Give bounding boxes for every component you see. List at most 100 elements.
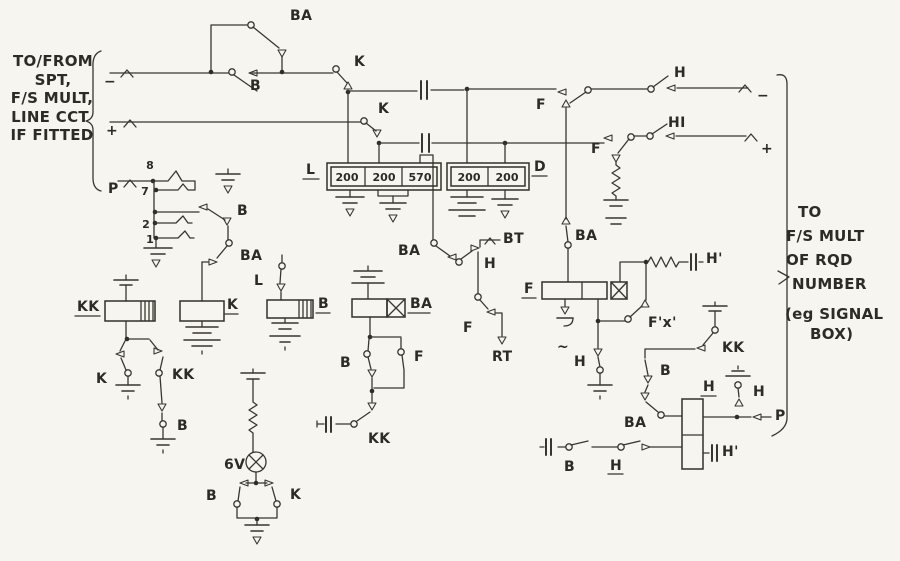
contact-circle bbox=[596, 366, 604, 374]
wire bbox=[316, 420, 325, 428]
arrowhead bbox=[276, 283, 286, 292]
terminal-block: 8 7 B BA 2 1 bbox=[141, 159, 262, 302]
arrowhead bbox=[264, 479, 274, 487]
switch-label: L bbox=[254, 273, 263, 289]
switch-label: BA bbox=[290, 8, 312, 24]
bank-label: D bbox=[534, 159, 546, 175]
junction-dot bbox=[279, 69, 285, 75]
switch-label: RT bbox=[492, 349, 513, 365]
arrowhead bbox=[157, 403, 167, 412]
right-contact-chain: KK B BA bbox=[624, 301, 745, 431]
bank-outline bbox=[446, 162, 530, 191]
right-note: TO F/S MULT OF RQD NUMBER (eg SIGNAL BOX… bbox=[771, 74, 883, 437]
relay-x-box bbox=[610, 281, 628, 300]
switch-blade bbox=[435, 245, 451, 257]
switch-label: K bbox=[378, 101, 390, 117]
arrowhead bbox=[372, 129, 382, 138]
arrowhead bbox=[643, 375, 653, 384]
terminal-number: 7 bbox=[141, 185, 149, 198]
note-arrow bbox=[777, 270, 790, 285]
switch-label: BT bbox=[503, 231, 524, 247]
wire bbox=[369, 336, 402, 350]
wire bbox=[373, 354, 405, 389]
arrowhead bbox=[367, 402, 377, 411]
note-line: IF FITTED bbox=[10, 126, 93, 144]
resistance-value: 570 bbox=[409, 171, 432, 184]
switch-label: B bbox=[250, 78, 261, 94]
switch-blade bbox=[652, 75, 669, 88]
arrester-loop bbox=[152, 170, 196, 191]
resistance-value: 200 bbox=[373, 171, 396, 184]
lamp-x bbox=[248, 454, 264, 470]
arrowhead bbox=[198, 203, 208, 211]
wire bbox=[159, 375, 163, 404]
switch-blade bbox=[336, 71, 348, 84]
direction-tick bbox=[123, 179, 137, 188]
junction-dot bbox=[734, 414, 740, 420]
switch-label: F bbox=[591, 141, 601, 157]
wire bbox=[619, 261, 645, 282]
relay-label: F bbox=[524, 281, 534, 297]
switch-label: B bbox=[237, 203, 248, 219]
switch-label: H bbox=[610, 458, 622, 474]
spark-quench-label: H' bbox=[722, 444, 739, 460]
contact-circle bbox=[225, 239, 233, 247]
junction-dot bbox=[643, 259, 649, 265]
ground-triangle bbox=[223, 185, 233, 194]
switch-blade bbox=[233, 74, 258, 92]
terminal-number: 2 bbox=[142, 218, 150, 231]
switch-label: F bbox=[536, 97, 546, 113]
arrowhead bbox=[561, 216, 571, 225]
contact-circle bbox=[711, 326, 719, 334]
switch-label: K bbox=[290, 487, 302, 503]
arrowhead bbox=[640, 299, 650, 308]
wire bbox=[495, 312, 503, 337]
arrowhead bbox=[497, 336, 507, 345]
spark-quench-label: H' bbox=[706, 251, 723, 267]
switch-label: K bbox=[354, 54, 366, 70]
contact-circle bbox=[455, 258, 463, 266]
polarity-label: + bbox=[106, 123, 118, 139]
arrowhead bbox=[561, 99, 571, 108]
lamp-voltage: 6V bbox=[224, 457, 245, 473]
switch-blade bbox=[645, 401, 659, 413]
arrowhead bbox=[603, 134, 613, 142]
polarity-label: − bbox=[104, 74, 116, 90]
arrowhead bbox=[696, 344, 706, 352]
ground-triangle bbox=[500, 210, 510, 219]
switch-label: F bbox=[463, 320, 473, 336]
switch-blade bbox=[617, 138, 630, 154]
arrowhead bbox=[222, 217, 232, 226]
switch-blade bbox=[120, 357, 127, 371]
resistor-zigzag bbox=[248, 378, 258, 453]
resistance-value: 200 bbox=[336, 171, 359, 184]
left-note: TO/FROM SPT, F/S MULT, LINE CCT IF FITTE… bbox=[10, 50, 102, 192]
hook bbox=[563, 317, 574, 327]
arrester-stub bbox=[155, 230, 195, 239]
junction-dot bbox=[253, 480, 259, 486]
terminal-label: P bbox=[775, 408, 786, 424]
resistor-bank-d: 200 200 D bbox=[446, 159, 548, 219]
switch-blade bbox=[737, 387, 740, 398]
relay-coil-kk bbox=[104, 300, 156, 322]
switch-blade bbox=[367, 356, 372, 370]
arrester-stub bbox=[154, 215, 193, 224]
switch-label: H bbox=[484, 256, 496, 272]
arrowhead bbox=[153, 347, 163, 355]
switch-label: KK bbox=[172, 367, 195, 383]
junction-dot bbox=[208, 69, 214, 75]
contact-circle bbox=[734, 381, 742, 389]
note-line: OF RQD bbox=[786, 251, 853, 269]
switch-blade bbox=[216, 245, 228, 259]
relay-coil-b bbox=[266, 299, 314, 319]
arrowhead bbox=[641, 443, 651, 451]
arrowhead bbox=[593, 348, 603, 357]
contact-circle bbox=[657, 411, 665, 419]
right-bracket bbox=[771, 74, 788, 437]
contact-circle bbox=[350, 420, 358, 428]
terminal-label: P bbox=[108, 181, 119, 197]
note-line: BOX) bbox=[810, 325, 853, 343]
relay-coil-h bbox=[681, 398, 704, 470]
switch-label: H bbox=[753, 384, 765, 400]
switch-blade bbox=[702, 332, 714, 346]
